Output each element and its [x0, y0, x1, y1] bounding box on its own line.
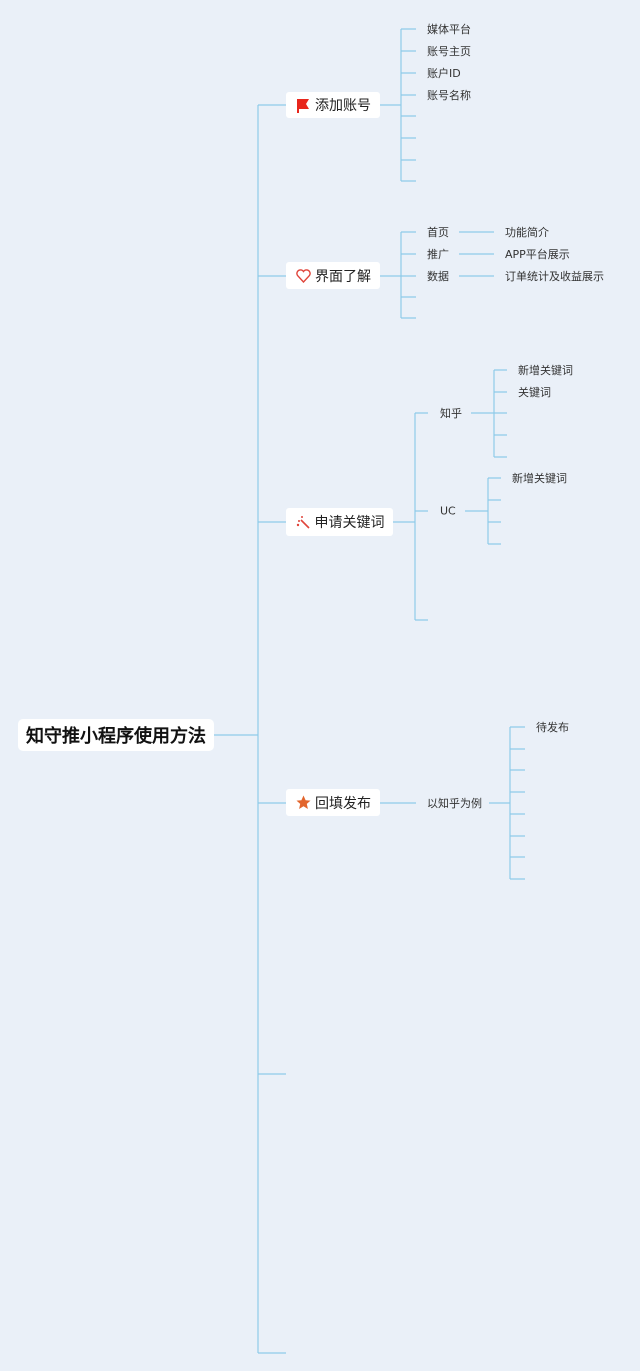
branch-label: 回填发布 — [315, 795, 371, 812]
leaf-keyword[interactable]: 关键词 — [518, 386, 551, 399]
root-node[interactable]: 知守推小程序使用方法 — [18, 719, 214, 751]
leaf-media-platform[interactable]: 媒体平台 — [427, 23, 471, 36]
leaf-home[interactable]: 首页 — [427, 226, 449, 239]
star-icon — [295, 795, 311, 811]
leaf-promote[interactable]: 推广 — [427, 248, 449, 261]
leaf-pending-publish[interactable]: 待发布 — [536, 721, 569, 734]
leaf-new-keyword[interactable]: 新增关键词 — [518, 364, 573, 377]
branch-apply-keywords[interactable]: 申请关键词 — [286, 508, 393, 536]
leaf-app-platform[interactable]: APP平台展示 — [505, 248, 570, 261]
heart-icon — [295, 268, 311, 284]
branch-label: 申请关键词 — [314, 515, 385, 531]
branch-add-account[interactable]: 添加账号 — [286, 92, 380, 118]
leaf-account-name[interactable]: 账号名称 — [427, 89, 471, 102]
flag-icon — [295, 97, 311, 113]
branch-interface[interactable]: 界面了解 — [286, 262, 380, 289]
branch-label: 界面了解 — [315, 268, 371, 285]
node-zhihu[interactable]: 知乎 — [440, 407, 462, 420]
leaf-feature-intro[interactable]: 功能简介 — [505, 226, 549, 239]
leaf-order-stats[interactable]: 订单统计及收益展示 — [505, 270, 604, 283]
leaf-account-id[interactable]: 账户ID — [427, 67, 461, 80]
branch-label: 添加账号 — [315, 98, 371, 114]
node-uc[interactable]: UC — [440, 504, 456, 518]
leaf-account-homepage[interactable]: 账号主页 — [427, 45, 471, 58]
node-zhihu-example[interactable]: 以知乎为例 — [427, 797, 482, 810]
branch-backfill-publish[interactable]: 回填发布 — [286, 789, 380, 816]
leaf-uc-new-keyword[interactable]: 新增关键词 — [512, 472, 567, 485]
magic-wand-icon — [295, 514, 311, 530]
root-title: 知守推小程序使用方法 — [26, 726, 206, 747]
leaf-data[interactable]: 数据 — [427, 270, 449, 283]
